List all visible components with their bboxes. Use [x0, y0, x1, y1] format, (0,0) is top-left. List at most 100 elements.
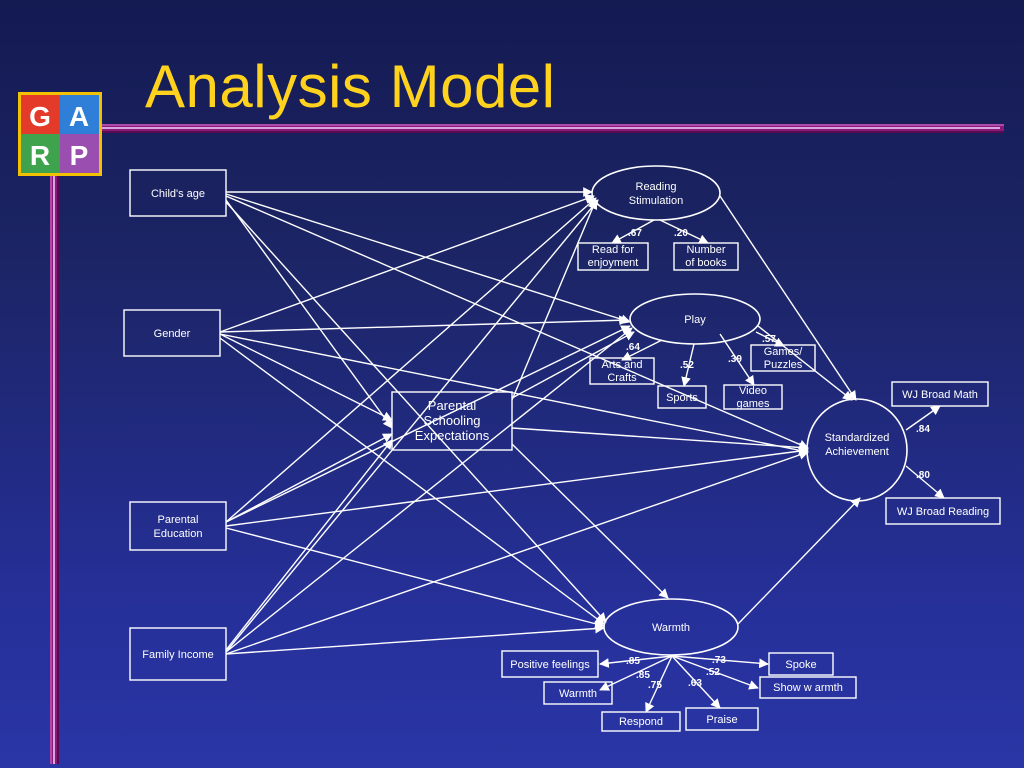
coefficient-labels: .67 .20 .64 .52 .39 .57 .84 .80 .85 .85 … — [626, 228, 930, 691]
games-line2: Puzzles — [764, 359, 803, 371]
path-educ-warmth — [225, 527, 605, 629]
number-books-line1: Number — [686, 244, 725, 256]
read-enjoyment-line2: enjoyment — [588, 257, 639, 269]
indicator-video-games: Video games — [723, 384, 783, 410]
gender-label: Gender — [154, 328, 191, 340]
path-expect-reading — [511, 199, 598, 401]
number-books-line2: of books — [685, 257, 727, 269]
loading-respond — [645, 655, 673, 713]
coef-arts: .64 — [626, 342, 640, 353]
predictor-family-income: Family Income — [129, 627, 227, 681]
path-gender-achieve — [219, 333, 809, 456]
indicator-show-warmth: Show w armth — [759, 676, 857, 699]
parental-education-line1: Parental — [158, 514, 199, 526]
arts-line2: Crafts — [607, 372, 637, 384]
family-income-label: Family Income — [142, 649, 214, 661]
video-line1: Video — [739, 385, 767, 397]
path-age-expect — [225, 199, 393, 429]
spoke-label: Spoke — [785, 659, 816, 671]
sports-label: Sports — [666, 392, 698, 404]
slide-title: Analysis Model — [145, 53, 556, 120]
mediator-line1: Parental — [428, 398, 477, 413]
left-accent-highlight — [53, 176, 55, 764]
path-warmth-achieve — [737, 497, 861, 625]
loading-read-enjoyment — [611, 219, 655, 244]
coef-video: .39 — [728, 354, 742, 365]
path-gender-reading — [219, 194, 595, 333]
path-educ-play — [225, 325, 631, 523]
loading-sports — [681, 343, 695, 387]
latent-play: Play — [629, 293, 761, 345]
indicator-games-puzzles: Games/ Puzzles — [750, 344, 816, 372]
predictor-childs-age: Child's age — [129, 169, 227, 217]
read-enjoyment-line1: Read for — [592, 244, 635, 256]
indicator-respond: Respond — [601, 711, 681, 732]
indicator-read-enjoyment: Read for enjoyment — [577, 242, 649, 271]
play-label: Play — [684, 314, 706, 326]
show-label: Show w armth — [773, 682, 843, 694]
loading-praise — [671, 655, 721, 709]
path-income-achieve — [225, 450, 809, 655]
path-age-warmth — [225, 201, 607, 623]
loading-reading-wj — [905, 465, 945, 499]
latent-warmth: Warmth — [603, 598, 739, 656]
path-expect-warmth — [511, 443, 669, 599]
warmth-ind-label: Warmth — [559, 688, 597, 700]
path-educ-reading — [225, 197, 597, 523]
path-educ-achieve — [225, 446, 809, 527]
loading-show — [671, 655, 759, 690]
predictor-parental-education: Parental Education — [129, 501, 227, 551]
logo-letter-g: G — [29, 101, 51, 132]
path-educ-expect — [225, 433, 393, 523]
path-income-expect — [225, 439, 393, 651]
path-income-play — [225, 327, 633, 653]
logo-letter-r: R — [30, 140, 50, 171]
path-expect-play — [511, 331, 635, 399]
warmth-latent-label: Warmth — [652, 622, 690, 634]
indicator-wj-reading: WJ Broad Reading — [885, 497, 1001, 525]
wj-math-label: WJ Broad Math — [902, 389, 978, 401]
garp-logo: G A R P — [18, 92, 102, 176]
path-gender-expect — [219, 333, 393, 421]
path-play-achieve — [757, 325, 853, 401]
indicator-sports: Sports — [657, 385, 707, 409]
logo-letter-a: A — [69, 101, 89, 132]
indicator-praise: Praise — [685, 707, 759, 731]
path-income-warmth — [225, 623, 605, 655]
path-expect-achieve — [511, 427, 809, 453]
video-line2: games — [736, 398, 770, 410]
parental-education-line2: Education — [154, 528, 203, 540]
loading-math — [905, 405, 941, 431]
childs-age-label: Child's age — [151, 188, 205, 200]
latent-standardized-achievement: Standardized Achievement — [806, 398, 908, 502]
measurement-paths — [599, 219, 945, 713]
reading-line1: Reading — [636, 181, 677, 193]
loading-arts — [621, 339, 663, 361]
indicator-positive-feelings: Positive feelings — [501, 650, 599, 678]
wj-reading-label: WJ Broad Reading — [897, 506, 989, 518]
mediator-parental-expectations: Parental Schooling Expectations — [391, 391, 513, 451]
loading-number-books — [659, 219, 709, 244]
coef-wj-reading: .80 — [916, 470, 930, 481]
indicator-wj-math: WJ Broad Math — [891, 381, 989, 407]
mediator-line3: Expectations — [415, 428, 490, 443]
loading-games — [755, 331, 785, 347]
indicator-arts-crafts: Arts and Crafts — [589, 357, 655, 385]
loading-spoke — [671, 655, 769, 669]
mediator-line2: Schooling — [423, 413, 480, 428]
praise-label: Praise — [706, 714, 737, 726]
path-gender-play — [219, 315, 629, 333]
latent-reading-stimulation: Reading Stimulation — [591, 165, 721, 221]
loading-video — [719, 333, 755, 386]
achievement-line1: Standardized — [825, 432, 890, 444]
loading-positive — [599, 655, 673, 668]
coef-math: .84 — [916, 424, 930, 435]
positive-label: Positive feelings — [510, 659, 590, 671]
games-line1: Games/ — [764, 346, 803, 358]
path-income-reading — [225, 199, 599, 653]
predictor-gender: Gender — [123, 309, 221, 357]
logo-letter-p: P — [70, 140, 89, 171]
path-age-achieve — [225, 195, 809, 449]
indicator-number-books: Number of books — [673, 242, 739, 271]
path-reading-achieve — [719, 195, 857, 401]
